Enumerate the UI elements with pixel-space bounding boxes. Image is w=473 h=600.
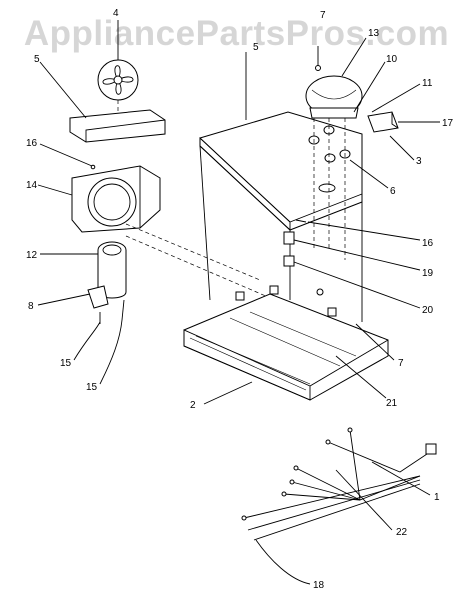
callout-21: 21 — [386, 398, 398, 409]
callout-13: 13 — [368, 28, 380, 39]
fan-motor[interactable] — [97, 241, 127, 299]
callout-16-right: 16 — [422, 238, 434, 249]
fan-shroud[interactable] — [69, 109, 166, 143]
callout-17: 17 — [442, 118, 454, 129]
callout-3: 3 — [416, 156, 422, 167]
callout-18: 18 — [313, 580, 325, 591]
callout-5-right: 5 — [253, 42, 259, 53]
callout-12: 12 — [26, 250, 38, 261]
compressor[interactable] — [305, 75, 363, 119]
wiring-harness[interactable] — [241, 427, 437, 541]
callout-22: 22 — [396, 527, 408, 538]
start-relay[interactable] — [367, 111, 399, 133]
callout-16-left: 16 — [26, 138, 38, 149]
callout-11: 11 — [422, 78, 433, 89]
callout-8: 8 — [28, 301, 34, 312]
callout-5-left: 5 — [34, 54, 40, 65]
cabinet-top[interactable] — [199, 111, 363, 232]
fan-blade[interactable] — [97, 59, 139, 101]
base-pan[interactable] — [183, 285, 389, 401]
callout-1: 1 — [434, 492, 440, 503]
callout-4: 4 — [113, 8, 119, 19]
callout-7-right: 7 — [398, 358, 404, 369]
callout-2: 2 — [190, 400, 196, 411]
callout-10: 10 — [386, 54, 398, 65]
callout-15-b: 15 — [86, 382, 98, 393]
callout-6: 6 — [390, 186, 396, 197]
callout-14: 14 — [26, 180, 38, 191]
wire-connector[interactable] — [283, 219, 307, 267]
callout-15-a: 15 — [60, 358, 72, 369]
callout-19: 19 — [422, 268, 434, 279]
fan-housing[interactable] — [71, 165, 161, 233]
callout-20: 20 — [422, 305, 434, 316]
motor-bracket[interactable] — [87, 285, 109, 309]
callout-7-top: 7 — [320, 10, 326, 21]
